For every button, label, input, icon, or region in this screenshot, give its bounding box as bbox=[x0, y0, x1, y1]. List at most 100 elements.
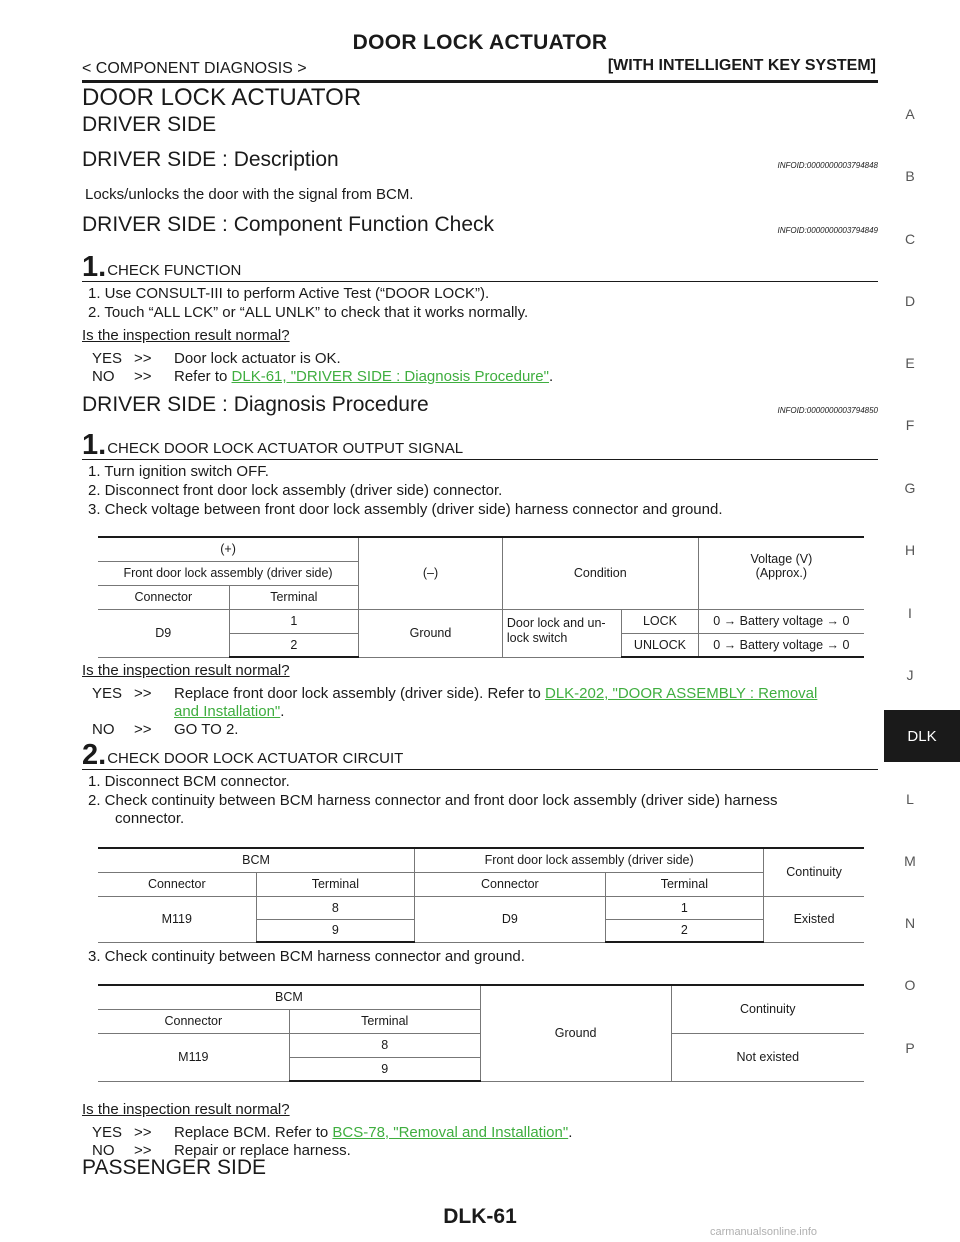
diagnosis-step-2-header: 2. CHECK DOOR LOCK ACTUATOR CIRCUIT bbox=[82, 739, 403, 771]
description-infoid: INFOID:0000000003794848 bbox=[777, 161, 878, 170]
result-arrow: >> bbox=[134, 685, 152, 702]
page-header-title: DOOR LOCK ACTUATOR bbox=[352, 31, 608, 54]
table-cell-terminal-1: 1 bbox=[228, 608, 359, 634]
table-header-terminal: Terminal bbox=[255, 871, 415, 897]
inspection-question: Is the inspection result normal? bbox=[82, 327, 290, 344]
side-index-o[interactable]: O bbox=[904, 977, 916, 993]
bcm-removal-link[interactable]: BCS-78, "Removal and Installation" bbox=[332, 1124, 569, 1141]
side-index-d[interactable]: D bbox=[904, 293, 916, 309]
no-result-row: NO >> GO TO 2. bbox=[92, 721, 238, 738]
side-index-p[interactable]: P bbox=[905, 1040, 915, 1056]
table-header-condition: Condition bbox=[501, 536, 699, 610]
table-cell-ground: Ground bbox=[358, 608, 503, 658]
passenger-side-title: PASSENGER SIDE bbox=[82, 1156, 266, 1179]
side-index-h[interactable]: H bbox=[904, 542, 916, 558]
side-index-g[interactable]: G bbox=[904, 480, 916, 496]
table-cell-continuity-result: Existed bbox=[763, 895, 864, 943]
page-number: DLK-61 bbox=[443, 1205, 517, 1228]
table-cell-terminal-9: 9 bbox=[288, 1056, 481, 1082]
subsection-title: DRIVER SIDE bbox=[82, 113, 217, 136]
header-section-label: < COMPONENT DIAGNOSIS > bbox=[82, 60, 307, 77]
diagnosis-procedure-link[interactable]: DLK-61, "DRIVER SIDE : Diagnosis Procedu… bbox=[231, 368, 549, 385]
yes-label: YES bbox=[92, 685, 123, 702]
no-result-row: NO >> Refer to DLK-61, "DRIVER SIDE : Di… bbox=[92, 368, 553, 385]
section-title: DOOR LOCK ACTUATOR bbox=[82, 84, 362, 111]
diagnosis-step2-item-2: 2. Check continuity between BCM harness … bbox=[88, 792, 778, 809]
table-header-terminal: Terminal bbox=[604, 871, 764, 897]
table-cell-terminal-8: 8 bbox=[288, 1032, 481, 1058]
function-check-infoid: INFOID:0000000003794849 bbox=[777, 226, 878, 235]
yes-text: Door lock actuator is OK. bbox=[174, 350, 341, 367]
no-label: NO bbox=[92, 1142, 115, 1159]
door-assembly-link-cont[interactable]: and Installation" bbox=[174, 703, 281, 720]
step-title: CHECK FUNCTION bbox=[107, 262, 242, 279]
yes-label: YES bbox=[92, 350, 123, 367]
table-header-terminal: Terminal bbox=[288, 1008, 481, 1034]
step-number: 2. bbox=[82, 739, 107, 771]
result-arrow: >> bbox=[134, 1124, 152, 1141]
inspection-question: Is the inspection result normal? bbox=[82, 662, 290, 679]
no-label: NO bbox=[92, 368, 115, 385]
voltage-label: Voltage (V) bbox=[750, 552, 813, 566]
diagnosis-infoid: INFOID:0000000003794850 bbox=[777, 406, 878, 415]
voltage-check-table: (+) (–) Condition Voltage (V) (Approx.) … bbox=[98, 536, 864, 658]
side-index-j[interactable]: J bbox=[906, 667, 914, 683]
step-title: CHECK DOOR LOCK ACTUATOR OUTPUT SIGNAL bbox=[107, 440, 464, 457]
diagnosis-step1-item-3: 3. Check voltage between front door lock… bbox=[88, 501, 723, 518]
side-index-c[interactable]: C bbox=[904, 231, 916, 247]
table-header-minus: (–) bbox=[358, 536, 503, 610]
table-cell-bcm-connector: M119 bbox=[98, 895, 257, 943]
yes-result-row: YES >> Door lock actuator is OK. bbox=[92, 350, 341, 367]
step-divider bbox=[82, 281, 878, 282]
result-arrow: >> bbox=[134, 350, 152, 367]
table-header-continuity: Continuity bbox=[763, 847, 864, 897]
side-index-l[interactable]: L bbox=[906, 791, 914, 807]
result-arrow: >> bbox=[134, 368, 152, 385]
header-system-label: [WITH INTELLIGENT KEY SYSTEM] bbox=[607, 57, 876, 74]
side-index-e[interactable]: E bbox=[905, 355, 915, 371]
diagnosis-step2-item-2-cont: connector. bbox=[115, 810, 185, 827]
description-heading: DRIVER SIDE : Description bbox=[82, 148, 339, 171]
table-row-connector: D9 bbox=[98, 608, 230, 658]
door-assembly-link[interactable]: DLK-202, "DOOR ASSEMBLY : Removal bbox=[544, 685, 818, 702]
table-cell-connector: M119 bbox=[98, 1032, 290, 1082]
yes-text: Replace front door lock assembly (driver… bbox=[174, 685, 541, 702]
table-header-connector: Connector bbox=[98, 584, 230, 610]
table-cell-bcm-terminal-8: 8 bbox=[255, 895, 415, 920]
function-step-1-header: 1. CHECK FUNCTION bbox=[82, 253, 242, 282]
continuity-table-bcm-door: BCM Front door lock assembly (driver sid… bbox=[98, 847, 864, 943]
side-index-f[interactable]: F bbox=[905, 417, 915, 433]
step-divider bbox=[82, 459, 878, 460]
side-index-n[interactable]: N bbox=[904, 915, 916, 931]
table-cell-continuity-result: Not existed bbox=[670, 1032, 864, 1082]
table-header-connector: Connector bbox=[414, 871, 606, 897]
result-arrow: >> bbox=[134, 1142, 152, 1159]
table-header-voltage: Voltage (V) (Approx.) bbox=[697, 536, 864, 610]
side-index-m[interactable]: M bbox=[904, 853, 916, 869]
continuity-table-bcm-ground: BCM Ground Continuity Connector Terminal… bbox=[98, 984, 864, 1082]
table-header-component: Front door lock assembly (driver side) bbox=[414, 847, 764, 873]
result-arrow: >> bbox=[134, 721, 152, 738]
step-number: 1. bbox=[82, 429, 107, 461]
approx-label: (Approx.) bbox=[755, 566, 808, 580]
side-index-a[interactable]: A bbox=[905, 106, 915, 122]
side-index-dlk-active[interactable]: DLK bbox=[884, 710, 960, 762]
table-header-connector: Connector bbox=[98, 1008, 290, 1034]
table-component-name: Front door lock assembly (driver side) bbox=[98, 560, 359, 586]
table-cell-lock: LOCK bbox=[621, 608, 699, 634]
description-text: Locks/unlocks the door with the signal f… bbox=[85, 186, 414, 203]
table-header-bcm: BCM bbox=[98, 847, 415, 873]
no-tail: . bbox=[548, 368, 554, 385]
no-text: GO TO 2. bbox=[174, 721, 239, 738]
inspection-question: Is the inspection result normal? bbox=[82, 1101, 290, 1118]
table-cell-terminal-2: 2 bbox=[228, 632, 359, 658]
yes-label: YES bbox=[92, 1124, 123, 1141]
side-index-b[interactable]: B bbox=[905, 168, 915, 184]
function-step-item-1: 1. Use CONSULT-III to perform Active Tes… bbox=[88, 285, 490, 302]
table-header-continuity: Continuity bbox=[670, 984, 864, 1034]
side-index-i[interactable]: I bbox=[908, 605, 912, 621]
function-step-item-2: 2. Touch “ALL LCK” or “ALL UNLK” to chec… bbox=[88, 304, 529, 321]
table-header-terminal: Terminal bbox=[228, 584, 359, 610]
diagnosis-heading: DRIVER SIDE : Diagnosis Procedure bbox=[82, 393, 429, 416]
table-cell-door-connector: D9 bbox=[414, 895, 606, 943]
